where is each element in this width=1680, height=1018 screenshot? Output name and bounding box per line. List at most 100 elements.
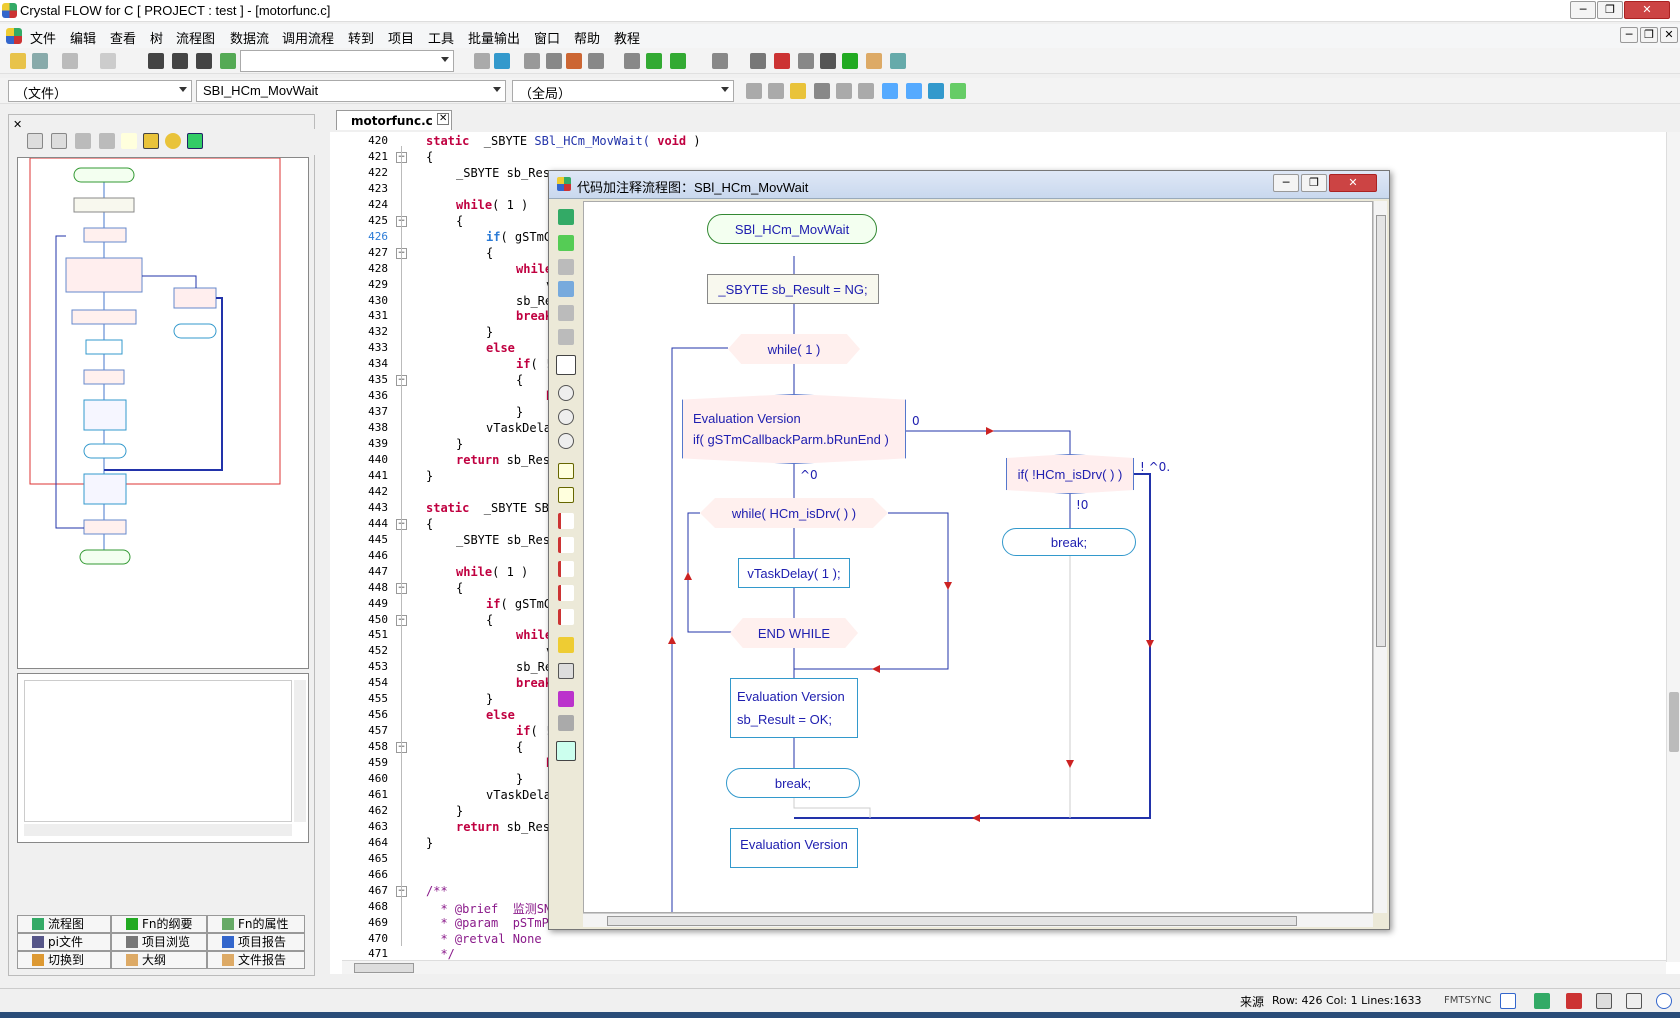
find-next-icon[interactable]: [172, 53, 188, 69]
flow-node-while2[interactable]: while( HCm_isDrv( ) ): [700, 498, 888, 528]
code-line[interactable]: _SBYTE sb_Resu: [456, 533, 557, 547]
flow-image-icon[interactable]: [558, 663, 574, 679]
level-reset-icon[interactable]: [558, 637, 574, 653]
popup-maximize-button[interactable]: ❐: [1301, 174, 1327, 192]
menu-dataflow[interactable]: 数据流: [230, 32, 270, 47]
hierarchy-icon[interactable]: [820, 53, 836, 69]
compare-icon[interactable]: [566, 53, 582, 69]
code-line[interactable]: }: [516, 405, 523, 419]
nav-icon-7[interactable]: [882, 83, 898, 99]
flow-back-icon[interactable]: [558, 259, 574, 275]
call-icon[interactable]: [774, 53, 790, 69]
flow-down-icon[interactable]: [558, 281, 574, 297]
tab-switch-to[interactable]: 切换到: [17, 951, 111, 969]
find-icon[interactable]: [148, 53, 164, 69]
level1-icon[interactable]: [558, 513, 574, 529]
level2-icon[interactable]: [558, 537, 574, 553]
info-pane-vscroll[interactable]: [294, 680, 306, 822]
code-line[interactable]: vTaskDelay: [486, 788, 558, 802]
code-line[interactable]: static _SBYTE SBl_HCm_MovWait( void ): [426, 134, 701, 148]
mdi-minimize-button[interactable]: ─: [1620, 27, 1638, 43]
compare2-icon[interactable]: [588, 53, 604, 69]
close-button[interactable]: ✕: [1624, 1, 1670, 19]
status-c-icon[interactable]: [1500, 993, 1516, 1009]
code-line[interactable]: }: [486, 325, 493, 339]
jump-icon[interactable]: [220, 53, 236, 69]
sync-icon[interactable]: [165, 133, 181, 149]
mdi-close-button[interactable]: ✕: [1660, 27, 1678, 43]
flow-node-eval1[interactable]: Evaluation Version if( gSTmCallbackParm.…: [682, 394, 906, 464]
flow-up-icon[interactable]: [558, 463, 574, 479]
network-icon[interactable]: [798, 53, 814, 69]
copy-icon[interactable]: [62, 53, 78, 69]
flow-refresh-icon[interactable]: [558, 209, 574, 225]
code-line[interactable]: else: [486, 708, 515, 722]
flowchart-canvas[interactable]: SBl_HCm_MovWait _SBYTE sb_Result = NG; w…: [583, 201, 1373, 913]
nav-icon-2[interactable]: [768, 83, 784, 99]
outline-icon[interactable]: [750, 53, 766, 69]
doc-icon[interactable]: [6, 28, 22, 44]
editor-vscroll-thumb[interactable]: [1669, 692, 1679, 752]
menu-window[interactable]: 窗口: [534, 32, 561, 47]
report-icon[interactable]: [866, 53, 882, 69]
popup-vscroll-thumb[interactable]: [1376, 215, 1386, 647]
nav-icon-8[interactable]: [906, 83, 922, 99]
panel-close-icon[interactable]: ✕: [13, 118, 23, 131]
popup-titlebar[interactable]: 代码加注释流程图：SBl_HCm_MovWait ─ ❐ ✕: [549, 171, 1389, 199]
flow-node-eval2[interactable]: Evaluation Version sb_Result = OK;: [730, 678, 858, 738]
code-line[interactable]: else: [486, 341, 515, 355]
flow-zoom-in-icon[interactable]: [558, 385, 574, 401]
stop2-icon[interactable]: [546, 53, 562, 69]
menu-flowchart[interactable]: 流程图: [176, 32, 216, 47]
code-line[interactable]: }: [516, 772, 523, 786]
flow-comment-icon[interactable]: [556, 741, 576, 761]
code-line[interactable]: * @retval None: [426, 932, 541, 946]
nav-icon-9[interactable]: [928, 83, 944, 99]
viewport-rect[interactable]: [29, 157, 281, 485]
tab-pi-file[interactable]: pi文件: [17, 933, 111, 951]
scope-combo[interactable]: （全局）: [512, 80, 734, 102]
maximize-button[interactable]: ❐: [1597, 1, 1623, 19]
tree-icon[interactable]: [712, 53, 728, 69]
code-line[interactable]: }: [456, 437, 463, 451]
code-line[interactable]: while( 1 ): [456, 198, 528, 212]
flow-zoom-out-icon[interactable]: [558, 409, 574, 425]
flow-node-delay[interactable]: vTaskDelay( 1 );: [738, 558, 850, 588]
menu-help[interactable]: 帮助: [574, 32, 601, 47]
level3-icon[interactable]: [558, 561, 574, 577]
flow-node-break1[interactable]: break;: [726, 768, 860, 798]
flowchart-icon[interactable]: [646, 53, 662, 69]
zoom-out-icon[interactable]: [51, 133, 67, 149]
code-line[interactable]: {: [486, 246, 493, 260]
editor-tab-close-icon[interactable]: ✕: [437, 113, 450, 125]
menu-project[interactable]: 项目: [388, 32, 415, 47]
brace-icon[interactable]: [474, 53, 490, 69]
nav-icon-5[interactable]: [836, 83, 852, 99]
menu-callflow[interactable]: 调用流程: [282, 32, 335, 47]
flowchart-popup-window[interactable]: 代码加注释流程图：SBl_HCm_MovWait ─ ❐ ✕: [548, 170, 1390, 930]
hand-tool-icon[interactable]: [556, 355, 576, 375]
block-icon[interactable]: [494, 53, 510, 69]
popup-vscroll[interactable]: [1373, 201, 1387, 913]
menu-file[interactable]: 文件: [30, 32, 57, 47]
level4-icon[interactable]: [558, 585, 574, 601]
flow-forward-icon[interactable]: [558, 305, 574, 321]
code-line[interactable]: }: [426, 469, 433, 483]
flow-down2-icon[interactable]: [558, 487, 574, 503]
flowchart2-icon[interactable]: [670, 53, 686, 69]
green-icon[interactable]: [842, 53, 858, 69]
menu-tutorial[interactable]: 教程: [614, 32, 641, 47]
menu-batch-output[interactable]: 批量输出: [468, 32, 521, 47]
popup-minimize-button[interactable]: ─: [1273, 174, 1299, 192]
bookmark-icon[interactable]: [790, 83, 806, 99]
editor-hscroll[interactable]: [342, 960, 1666, 974]
flow-node-decl[interactable]: _SBYTE sb_Result = NG;: [707, 274, 879, 304]
menu-tools[interactable]: 工具: [428, 32, 455, 47]
flow-center-icon[interactable]: [558, 235, 574, 251]
view-icon[interactable]: [121, 133, 137, 149]
flow-tree-icon[interactable]: [558, 329, 574, 345]
minimize-button[interactable]: ─: [1570, 1, 1596, 19]
flow-node-eval3[interactable]: Evaluation Version: [730, 828, 858, 868]
flow-node-break2[interactable]: break;: [1002, 528, 1136, 556]
flow-node-start[interactable]: SBl_HCm_MovWait: [707, 214, 877, 244]
